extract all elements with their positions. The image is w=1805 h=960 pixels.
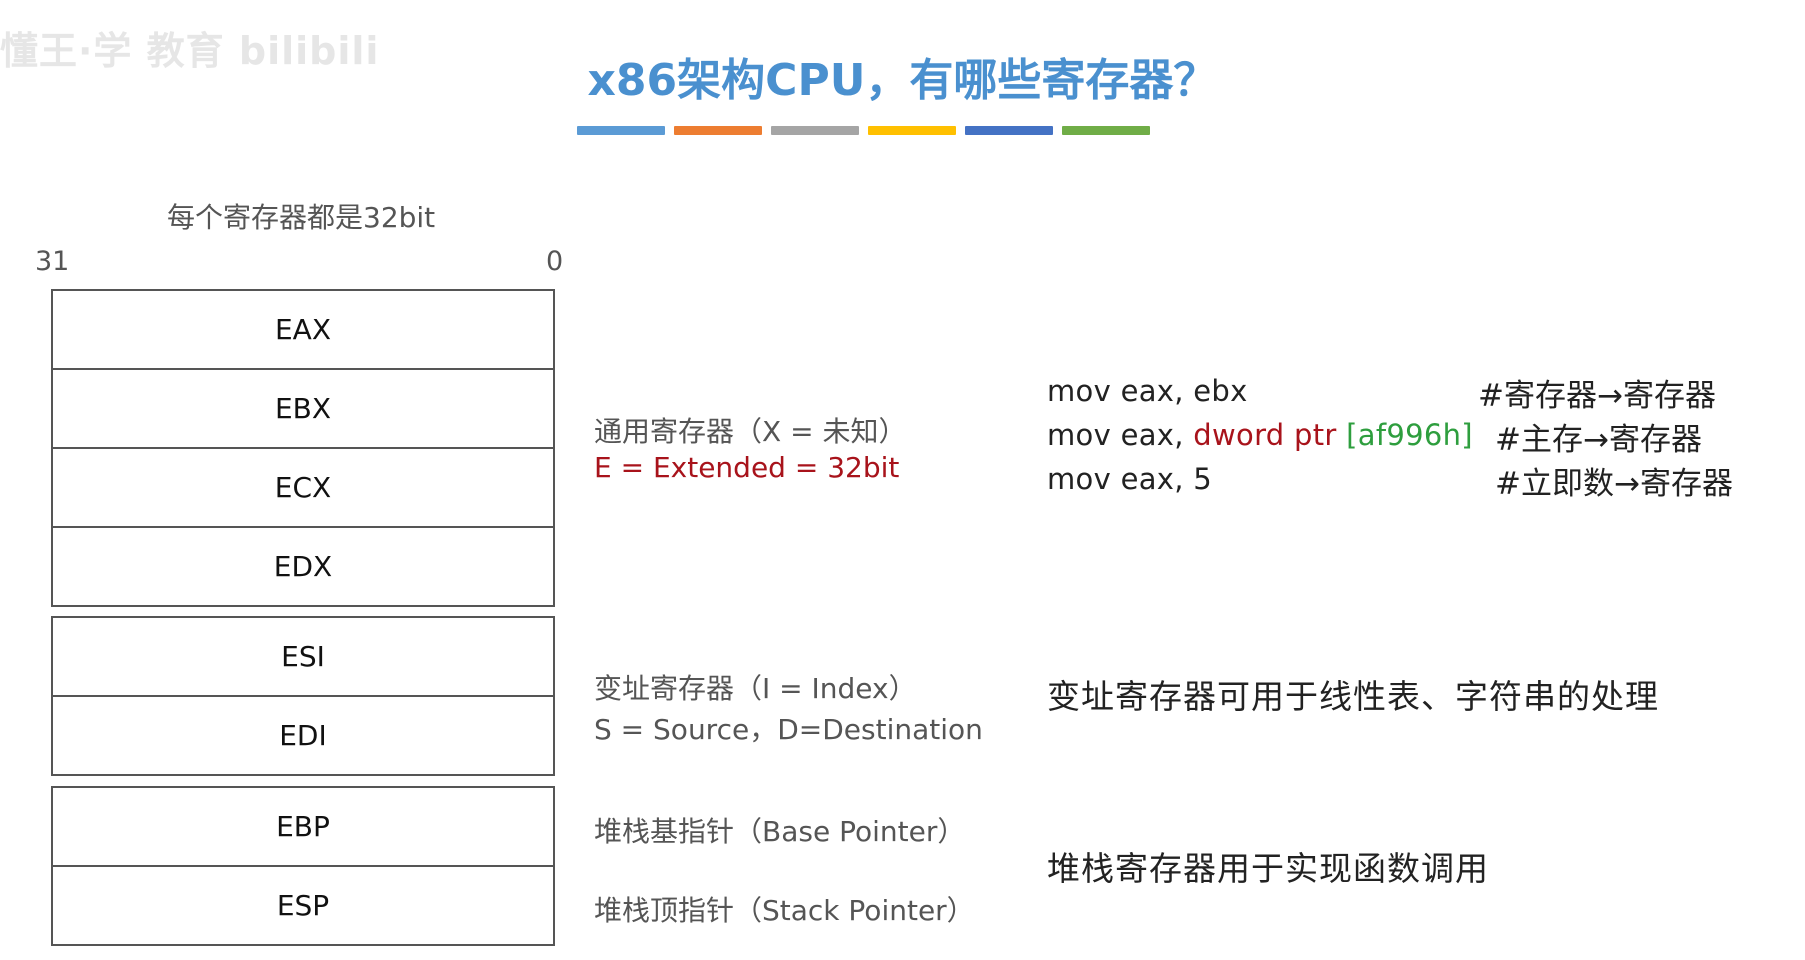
index-register-desc: 变址寄存器（I = Index）: [594, 672, 917, 705]
code-space: [1337, 418, 1347, 452]
register-esi: ESI: [53, 618, 553, 697]
register-ebp: EBP: [53, 788, 553, 867]
color-bar: [1062, 126, 1150, 135]
code-line-2: mov eax, dword ptr [af996h]: [1047, 418, 1473, 452]
color-bar: [674, 126, 762, 135]
color-bar: [577, 126, 665, 135]
register-edi: EDI: [279, 719, 327, 752]
general-register-group: EAX EBX ECX EDX: [51, 289, 555, 607]
register-ebx: EBX: [53, 370, 553, 449]
extended-desc: E = Extended = 32bit: [594, 451, 900, 484]
source-destination-desc: S = Source，D=Destination: [594, 713, 983, 746]
code-dword-ptr: dword ptr: [1193, 418, 1337, 452]
color-bar: [868, 126, 956, 135]
register-ecx: ECX: [53, 449, 553, 528]
register-esp: ESP: [276, 889, 330, 922]
base-pointer-desc: 堆栈基指针（Base Pointer）: [594, 815, 966, 848]
code-memory-address: [af996h]: [1346, 418, 1473, 452]
color-bar: [771, 126, 859, 135]
stack-pointer-desc: 堆栈顶指针（Stack Pointer）: [594, 894, 975, 927]
code-comment-1: #寄存器→寄存器: [1478, 378, 1716, 414]
general-register-desc: 通用寄存器（X = 未知）: [594, 415, 907, 448]
register-width-caption: 每个寄存器都是32bit: [167, 201, 436, 234]
page-title: x86架构CPU，有哪些寄存器？: [587, 55, 1218, 106]
code-comment-3: #立即数→寄存器: [1495, 466, 1733, 502]
register-eax: EAX: [53, 291, 553, 370]
stack-register-note: 堆栈寄存器用于实现函数调用: [1047, 849, 1489, 888]
code-comment-2: #主存→寄存器: [1495, 422, 1702, 458]
bit-31-label: 31: [35, 246, 70, 277]
code-line-1: mov eax, ebx: [1047, 374, 1248, 408]
watermark-logo: 懂王·学 教育 bilibili: [0, 29, 380, 73]
stack-register-group: EBP ESP: [51, 786, 555, 946]
index-register-group: ESI EDI: [51, 616, 555, 776]
index-register-note: 变址寄存器可用于线性表、字符串的处理: [1047, 677, 1659, 716]
register-edx: EDX: [273, 550, 333, 583]
color-bar: [965, 126, 1053, 135]
code-line-3: mov eax, 5: [1047, 462, 1213, 496]
bit-0-label: 0: [546, 246, 564, 277]
code-line-2-prefix: mov eax,: [1047, 418, 1194, 452]
